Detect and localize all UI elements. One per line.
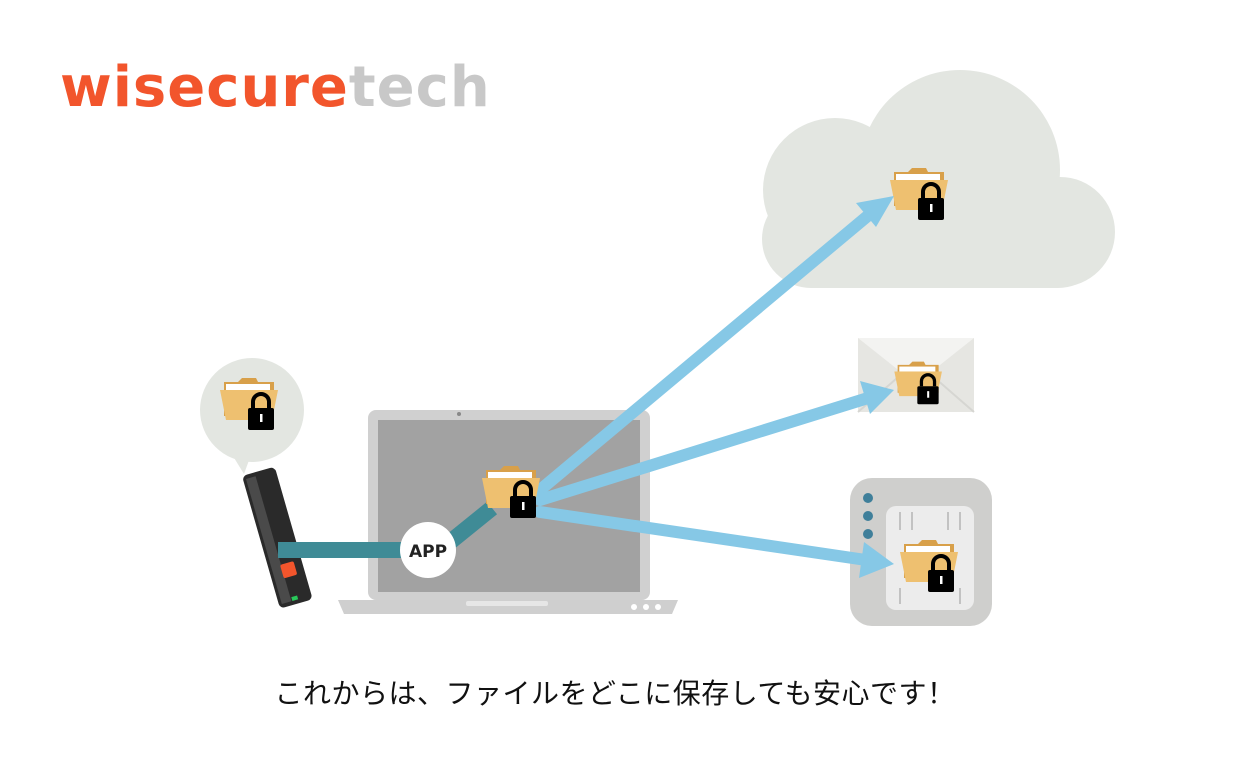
logo-suffix-text: tech — [349, 55, 491, 120]
logo-brand-text: wisecure — [60, 55, 349, 120]
usb-key-icon — [243, 467, 312, 608]
arrow-to-server-head — [859, 542, 894, 578]
connection-cable — [278, 501, 498, 558]
svg-text:wisecuretech: wisecuretech — [60, 55, 491, 120]
sync-arrows — [534, 196, 894, 578]
arrow-to-mail — [534, 392, 874, 506]
wisecure-logo: wisecuretech — [60, 55, 491, 120]
cloud-icon — [762, 70, 1115, 288]
app-badge: APP — [400, 522, 456, 578]
caption-text: これからは、ファイルをどこに保存しても安心です！ — [274, 677, 956, 710]
server-icon — [850, 478, 992, 626]
app-label: APP — [409, 542, 447, 562]
arrow-to-mail-head — [860, 381, 894, 414]
usb-bubble — [200, 358, 304, 474]
arrow-to-server — [534, 506, 872, 566]
laptop-icon — [338, 410, 678, 614]
arrow-to-cloud-head — [856, 196, 894, 227]
arrow-to-cloud — [534, 208, 876, 496]
